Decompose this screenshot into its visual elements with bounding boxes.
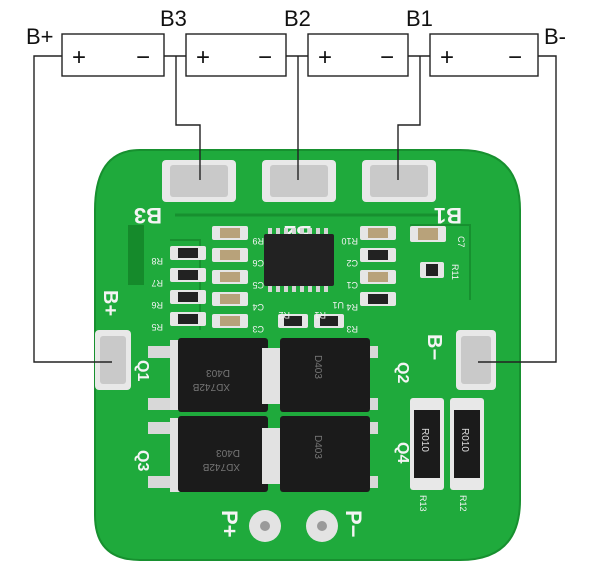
pad-b1 bbox=[362, 160, 436, 202]
wire-b3 bbox=[175, 56, 201, 180]
wiring bbox=[33, 55, 557, 363]
wire-b1 bbox=[397, 56, 421, 180]
label-b-minus: B- bbox=[544, 24, 566, 49]
cell-4: + − bbox=[429, 33, 539, 77]
silk-r7: R7 bbox=[151, 278, 163, 288]
silk-c7: C7 bbox=[456, 236, 466, 248]
cell-2-plus: + bbox=[196, 44, 210, 71]
cell-2: + − bbox=[185, 33, 287, 77]
r12-marking: R010 bbox=[459, 428, 470, 452]
smd-left-column bbox=[170, 226, 248, 328]
label-b1: B1 bbox=[406, 6, 433, 31]
label-b2: B2 bbox=[284, 6, 311, 31]
silk-c4: C4 bbox=[252, 302, 264, 312]
r13-marking: R010 bbox=[419, 428, 430, 452]
silk-u1: U1 bbox=[332, 300, 344, 310]
silk-p-minus: P− bbox=[341, 510, 366, 538]
silk-r5: R5 bbox=[151, 322, 163, 332]
smd-right-column bbox=[360, 226, 446, 306]
silk-r6: R6 bbox=[151, 300, 163, 310]
q1-lot: XD742B bbox=[192, 381, 230, 392]
label-b-plus: B+ bbox=[26, 24, 54, 49]
cell-3-plus: + bbox=[318, 44, 332, 71]
silk-p-plus: P+ bbox=[217, 510, 242, 538]
cell-3-minus: − bbox=[380, 44, 394, 71]
q3-marking: D403 bbox=[216, 447, 240, 458]
ic-u1 bbox=[264, 228, 334, 292]
q3-lot: XD742B bbox=[202, 461, 240, 472]
smd-center-bottom bbox=[278, 314, 344, 328]
wire-b-plus bbox=[33, 55, 112, 363]
silk-r11: R11 bbox=[450, 264, 460, 280]
silk-r3: R3 bbox=[346, 324, 358, 334]
mosfet-q4: D403 bbox=[270, 416, 378, 492]
mosfet-q1: D403 XD742B bbox=[148, 338, 274, 412]
q4-marking: D403 bbox=[312, 435, 323, 459]
cell-4-minus: − bbox=[508, 44, 522, 71]
silk-b-minus: B− bbox=[423, 334, 445, 360]
silk-q1: Q1 bbox=[134, 360, 151, 381]
silk-r12: R12 bbox=[458, 495, 468, 512]
wire-b-minus bbox=[478, 55, 557, 363]
q1-marking: D403 bbox=[206, 367, 230, 378]
silk-b1: B1 bbox=[434, 203, 462, 228]
silk-r2: R2 bbox=[278, 310, 290, 320]
silk-c5: C5 bbox=[252, 280, 264, 290]
silk-q4: Q4 bbox=[394, 442, 411, 463]
cell-1-minus: − bbox=[136, 44, 150, 71]
silk-c2: C2 bbox=[346, 258, 358, 268]
silk-c1: C1 bbox=[346, 280, 358, 290]
cell-4-plus: + bbox=[440, 44, 454, 71]
q2-marking: D403 bbox=[312, 355, 323, 379]
shunt-r12: R010 bbox=[450, 398, 484, 490]
pad-p-plus bbox=[249, 510, 281, 542]
pad-b-minus bbox=[456, 330, 496, 390]
cell-3: + − bbox=[307, 33, 409, 77]
silk-q3: Q3 bbox=[134, 450, 151, 471]
silk-r9: R9 bbox=[252, 236, 264, 246]
silk-r13: R13 bbox=[418, 495, 428, 512]
silk-c3: C3 bbox=[252, 324, 264, 334]
silk-r10: R10 bbox=[341, 236, 358, 246]
silk-r8: R8 bbox=[151, 256, 163, 266]
silk-q2: Q2 bbox=[394, 362, 411, 383]
cell-1: + − bbox=[61, 33, 165, 77]
pad-b-plus bbox=[95, 330, 131, 390]
silk-r1: R1 bbox=[314, 310, 326, 320]
silk-b-plus: B+ bbox=[99, 290, 121, 316]
silk-c6: C6 bbox=[252, 258, 264, 268]
cell-1-plus: + bbox=[72, 44, 86, 71]
pad-p-minus bbox=[306, 510, 338, 542]
label-b3: B3 bbox=[160, 6, 187, 31]
component-silk-labels: R8 R7 R6 R5 R9 C6 C5 C4 C3 R10 C2 C1 R4 … bbox=[151, 236, 466, 334]
shunt-r13: R010 bbox=[410, 398, 444, 490]
pad-b3 bbox=[162, 160, 236, 202]
silk-r4: R4 bbox=[346, 302, 358, 312]
mosfet-q2: D403 bbox=[270, 338, 378, 412]
pad-b2 bbox=[262, 160, 336, 202]
silk-b3: B3 bbox=[134, 203, 162, 228]
cell-2-minus: − bbox=[258, 44, 272, 71]
